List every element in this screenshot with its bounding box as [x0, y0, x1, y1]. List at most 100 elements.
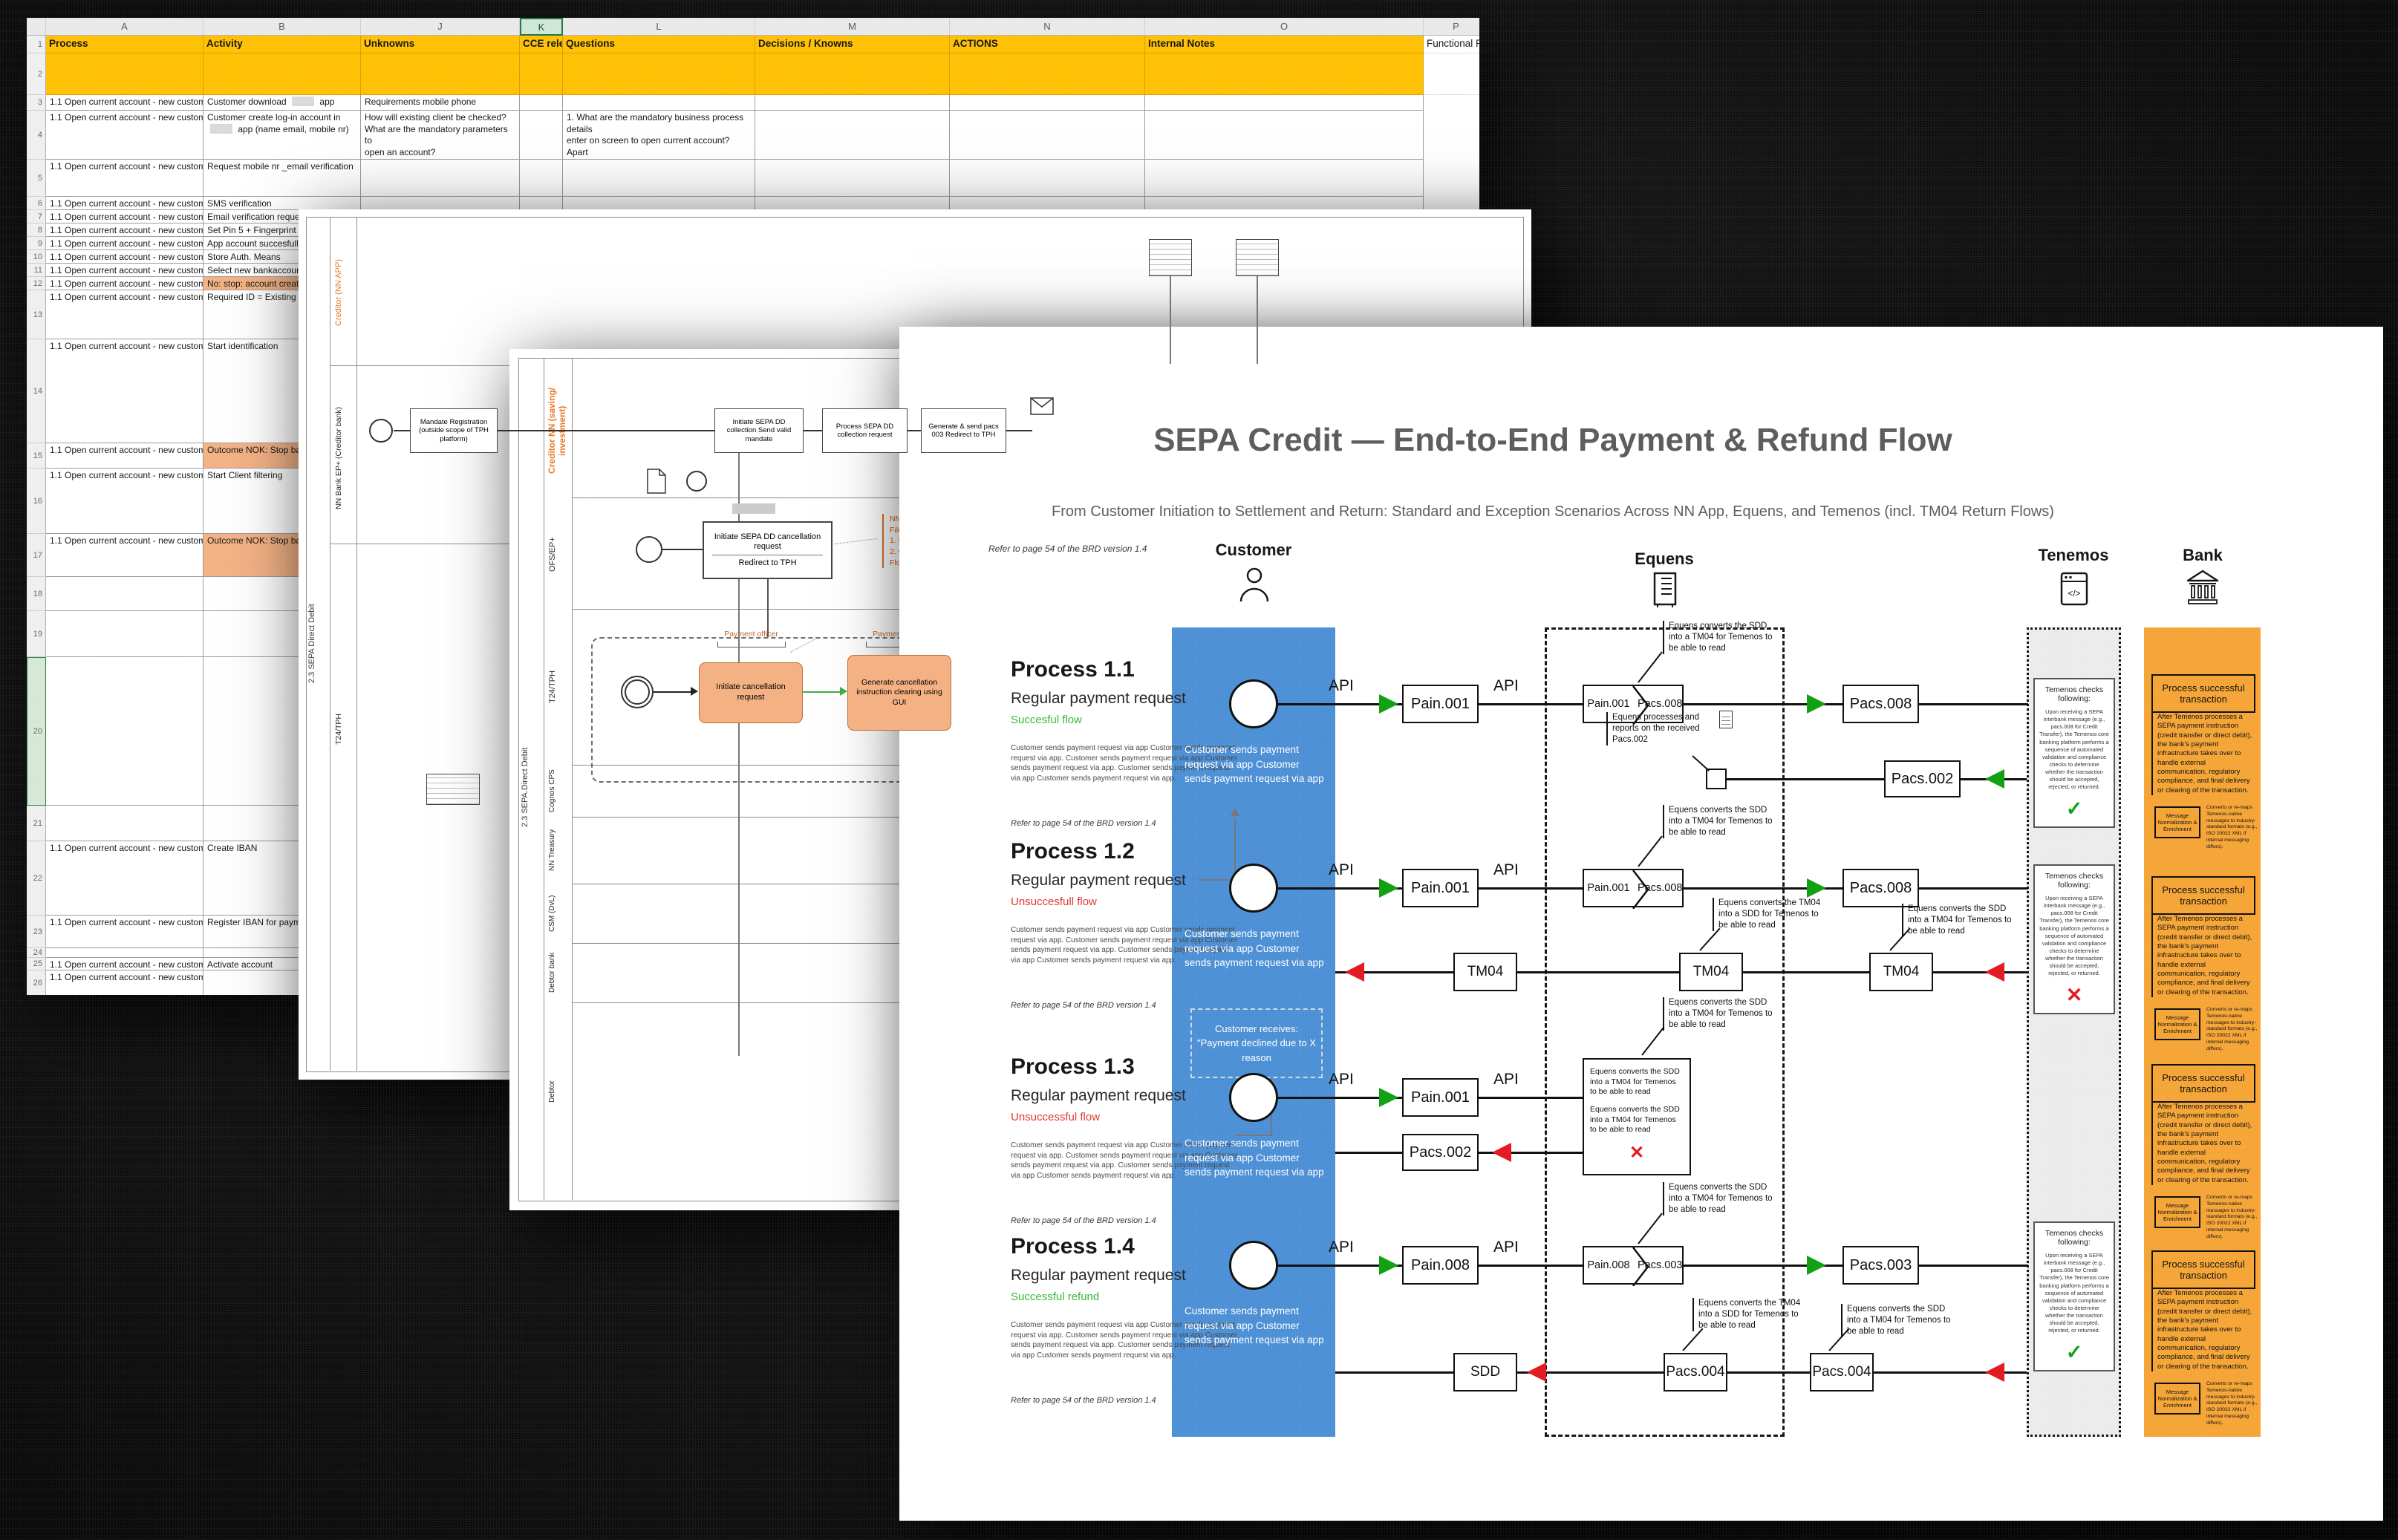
cell-unknowns[interactable]: How will existing client be checked? Wha… — [361, 111, 520, 160]
cell-questions[interactable]: 1. What are the mandatory business proce… — [563, 111, 755, 160]
row-number[interactable]: 12 — [27, 277, 46, 290]
row-number[interactable]: 1 — [27, 36, 46, 53]
cell-process[interactable] — [46, 657, 203, 806]
row-number[interactable]: 3 — [27, 95, 46, 111]
row-number[interactable]: 20 — [27, 657, 46, 806]
column-letter-K[interactable]: K — [520, 18, 563, 36]
row-number[interactable]: 15 — [27, 443, 46, 469]
row-number[interactable]: 7 — [27, 210, 46, 224]
cell-activity[interactable]: Customer create log-in account in app (n… — [203, 111, 361, 160]
row-number[interactable]: 17 — [27, 534, 46, 577]
cell-process[interactable] — [46, 806, 203, 841]
row-number[interactable]: 11 — [27, 264, 46, 277]
cell-decisions[interactable] — [755, 160, 950, 197]
header-cell-empty[interactable] — [563, 53, 755, 95]
cell-process[interactable]: 1.1 Open current account - new customer — [46, 264, 203, 277]
column-letter-L[interactable]: L — [563, 18, 755, 36]
row-number[interactable]: 22 — [27, 841, 46, 916]
cell-process[interactable]: 1.1 Open current account - new customer — [46, 841, 203, 916]
cell-process[interactable]: 1.1 Open current account - new customer — [46, 534, 203, 577]
row-number[interactable]: 23 — [27, 916, 46, 948]
cell-decisions[interactable] — [755, 111, 950, 160]
column-letter-M[interactable]: M — [755, 18, 950, 36]
row-number[interactable]: 8 — [27, 224, 46, 237]
cell-cce-relevant[interactable] — [520, 95, 563, 111]
cell-activity[interactable]: SMS verification — [203, 197, 361, 210]
row-number[interactable]: 14 — [27, 339, 46, 443]
header-cell[interactable]: Unknowns — [361, 36, 520, 53]
cell-process[interactable] — [46, 948, 203, 958]
cell-process[interactable]: 1.1 Open current account - new customer — [46, 916, 203, 948]
cell-questions[interactable] — [563, 95, 755, 111]
header-cell[interactable]: Process — [46, 36, 203, 53]
header-cell[interactable]: Functional Requirements — [1424, 36, 1479, 53]
cell-process[interactable]: 1.1 Open current account - new customer — [46, 958, 203, 970]
header-cell[interactable]: Decisions / Knowns — [755, 36, 950, 53]
column-letter-P[interactable]: P — [1424, 18, 1479, 36]
row-number[interactable]: 9 — [27, 237, 46, 250]
row-number[interactable]: 13 — [27, 290, 46, 339]
header-cell[interactable]: Internal Notes — [1145, 36, 1424, 53]
row-number[interactable]: 24 — [27, 948, 46, 958]
cell-unknowns[interactable] — [361, 197, 520, 210]
header-cell-empty[interactable] — [1145, 53, 1424, 95]
cell-activity[interactable]: Request mobile nr _email verification — [203, 160, 361, 197]
row-number[interactable]: 16 — [27, 469, 46, 534]
cell-process[interactable]: 1.1 Open current account - new customer — [46, 224, 203, 237]
header-cell[interactable]: ACTIONS — [950, 36, 1145, 53]
cell-process[interactable]: 1.1 Open current account - new customer — [46, 160, 203, 197]
header-cell-empty[interactable] — [755, 53, 950, 95]
cell-process[interactable]: 1.1 Open current account - new customer — [46, 469, 203, 534]
row-number[interactable]: 2 — [27, 53, 46, 95]
row-number[interactable]: 26 — [27, 970, 46, 995]
cell-cce-relevant[interactable] — [520, 197, 563, 210]
column-letter-O[interactable]: O — [1145, 18, 1424, 36]
cell-process[interactable]: 1.1 Open current account - new customer — [46, 95, 203, 111]
cell-questions[interactable] — [563, 160, 755, 197]
row-number[interactable]: 6 — [27, 197, 46, 210]
row-number[interactable]: 21 — [27, 806, 46, 841]
row-number[interactable]: 4 — [27, 111, 46, 160]
cell-process[interactable] — [46, 611, 203, 657]
row-number[interactable]: 19 — [27, 611, 46, 657]
header-cell[interactable]: CCE relevant — [520, 36, 563, 53]
cell-process[interactable]: 1.1 Open current account - new customer — [46, 277, 203, 290]
cell-process[interactable]: 1.1 Open current account - new customer — [46, 237, 203, 250]
cell-functional-req[interactable] — [1424, 95, 1479, 111]
cell-decisions[interactable] — [755, 95, 950, 111]
column-letter-N[interactable]: N — [950, 18, 1145, 36]
cell-internal-notes[interactable] — [1145, 160, 1424, 197]
cell-functional-req[interactable] — [1424, 197, 1479, 210]
cell-actions[interactable] — [950, 95, 1145, 111]
cell-process[interactable] — [46, 577, 203, 611]
cell-process[interactable]: 1.1 Open current account - new customer — [46, 210, 203, 224]
row-number[interactable]: 5 — [27, 160, 46, 197]
cell-cce-relevant[interactable] — [520, 160, 563, 197]
row-number[interactable]: 18 — [27, 577, 46, 611]
row-number[interactable]: 25 — [27, 958, 46, 970]
cell-actions[interactable] — [950, 197, 1145, 210]
header-cell[interactable]: Activity — [203, 36, 361, 53]
header-cell-empty[interactable] — [950, 53, 1145, 95]
sheet-corner[interactable] — [27, 18, 46, 36]
header-cell-empty[interactable] — [361, 53, 520, 95]
cell-process[interactable]: 1.1 Open current account - new customer — [46, 290, 203, 339]
column-letter-B[interactable]: B — [203, 18, 361, 36]
column-letter-J[interactable]: J — [361, 18, 520, 36]
cell-actions[interactable] — [950, 111, 1145, 160]
cell-functional-req[interactable] — [1424, 111, 1479, 160]
cell-process[interactable]: 1.1 Open current account - new customer — [46, 339, 203, 443]
cell-cce-relevant[interactable] — [520, 111, 563, 160]
header-cell-empty[interactable] — [46, 53, 203, 95]
cell-process[interactable]: 1.1 Open current account - new customer — [46, 443, 203, 469]
cell-process[interactable]: 1.1 Open current account - new customer — [46, 250, 203, 264]
cell-unknowns[interactable] — [361, 160, 520, 197]
cell-internal-notes[interactable] — [1145, 197, 1424, 210]
cell-process[interactable]: 1.1 Open current account - new customer — [46, 970, 203, 995]
row-number[interactable]: 10 — [27, 250, 46, 264]
column-letter-A[interactable]: A — [46, 18, 203, 36]
cell-process[interactable]: 1.1 Open current account - new customer — [46, 111, 203, 160]
header-cell-empty[interactable] — [203, 53, 361, 95]
header-cell[interactable]: Questions — [563, 36, 755, 53]
cell-internal-notes[interactable] — [1145, 95, 1424, 111]
